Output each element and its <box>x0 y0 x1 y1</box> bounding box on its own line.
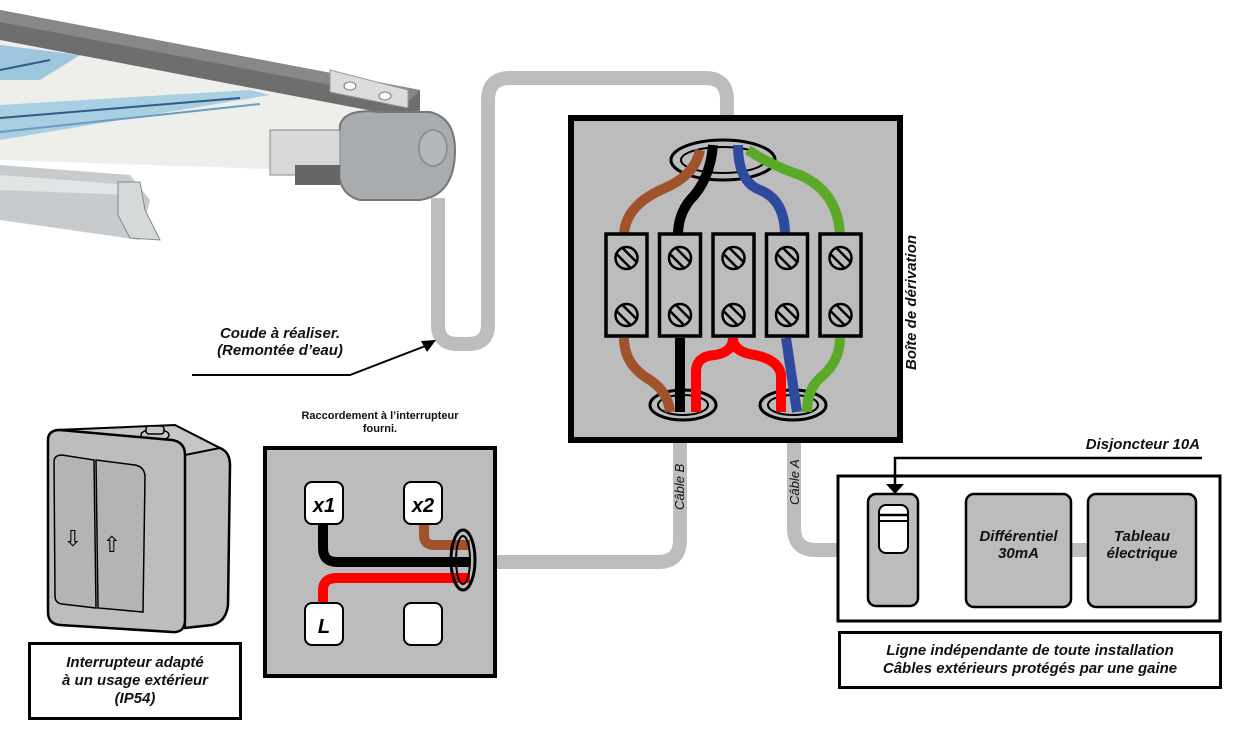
interrupteur-note-line-2: à un usage extérieur <box>62 672 208 689</box>
tableau-label: Tableau électrique <box>1088 528 1196 563</box>
awning-illustration <box>0 10 457 241</box>
screw-icon <box>721 245 746 271</box>
screw-icon <box>774 245 800 271</box>
wire-brown-bottom <box>619 337 675 413</box>
wire-l-red <box>318 573 470 610</box>
cable-b-label: Câble B <box>672 463 687 510</box>
arrow-up-icon: ⇧ <box>103 533 121 558</box>
differentiel-line-2: 30mA <box>998 545 1039 563</box>
wire-blue-top <box>733 144 790 236</box>
electrical-board <box>1086 492 1198 609</box>
cable-a-conduit <box>787 440 1000 557</box>
switch-rocker-up <box>95 459 146 613</box>
screw-icon <box>614 245 639 271</box>
disjoncteur-label: Disjoncteur 10A <box>1085 436 1200 453</box>
wire-red-bottom <box>691 337 786 412</box>
raccordement-line-1: Raccordement à l’interrupteur <box>301 410 459 422</box>
terminal-block <box>818 232 863 338</box>
coude-label-line-1: Coude à réaliser. <box>219 325 341 342</box>
disjoncteur-pointer <box>893 456 1202 486</box>
awning-stripe <box>0 90 270 140</box>
terminal-l <box>304 602 344 646</box>
breaker-toggle <box>878 504 909 554</box>
terminal-block <box>657 232 703 338</box>
interrupteur-note-line-3: (IP54) <box>114 690 156 707</box>
screw-icon <box>828 302 853 328</box>
cable-a-label: Câble A <box>787 459 802 505</box>
wire-black-top <box>673 144 718 236</box>
raccordement-label: Raccordement à l’interrupteur fourni. <box>260 410 500 435</box>
differentiel-line-1: Différentiel <box>979 528 1058 545</box>
differentiel-label: Différentiel 30mA <box>966 528 1071 563</box>
terminal-block <box>711 232 756 338</box>
screw-icon <box>721 302 746 328</box>
switch-connection-box: x1 x2 L <box>263 446 497 678</box>
motor-cable-conduit <box>431 71 734 351</box>
screw-icon <box>614 302 639 328</box>
junction-box-label: Boîte de dérivation <box>903 235 920 370</box>
tableau-line-2: électrique <box>1106 545 1178 563</box>
wire-brown-top <box>619 148 705 236</box>
terminal-x2-label: x2 <box>411 495 434 517</box>
terminal-x1 <box>304 481 344 525</box>
wire-green-bottom <box>802 337 845 413</box>
terminal-empty <box>403 602 443 646</box>
outdoor-switch-illustration: ⇩ ⇧ <box>46 423 232 634</box>
differential-switch <box>964 492 1073 609</box>
wire-x1-black <box>318 522 470 567</box>
terminal-blocks <box>604 232 863 338</box>
terminal-block <box>604 232 649 338</box>
arrow-down-icon: ⇩ <box>64 527 82 552</box>
terminal-x1-label: x1 <box>312 495 335 517</box>
cable-b-conduit <box>495 440 687 569</box>
wire-green-top <box>745 145 845 236</box>
ligne-note-line-2: Câbles extérieurs protégés par une gaine <box>882 660 1178 677</box>
interrupteur-note-line-1: Interrupteur adapté <box>66 654 204 671</box>
coude-label-line-2: (Remontée d’eau) <box>217 342 343 360</box>
coude-pointer <box>192 340 436 376</box>
screw-icon <box>828 245 853 271</box>
screw-icon <box>774 302 800 328</box>
electrical-panel <box>836 456 1222 623</box>
screw-icon <box>667 302 693 328</box>
screw-icon <box>667 245 693 271</box>
switch-box-gland <box>449 528 477 592</box>
raccordement-line-2: fourni. <box>362 422 398 435</box>
terminal-l-label: L <box>318 616 330 638</box>
interrupteur-note-box: Interrupteur adapté à un usage extérieur… <box>28 642 242 720</box>
terminal-x2 <box>403 481 443 525</box>
junction-box <box>568 115 903 443</box>
wire-blue-bottom <box>781 337 802 413</box>
coude-label: Coude à réaliser. (Remontée d’eau) <box>190 325 370 360</box>
tableau-line-1: Tableau <box>1113 528 1171 545</box>
ligne-note-box: Ligne indépendante de toute installation… <box>838 631 1222 689</box>
wire-x2-brown <box>419 525 470 550</box>
conduits <box>431 71 1000 569</box>
terminal-block <box>764 232 810 338</box>
ligne-note-line-1: Ligne indépendante de toute installation <box>886 642 1174 659</box>
switch-rocker-down <box>53 454 97 609</box>
